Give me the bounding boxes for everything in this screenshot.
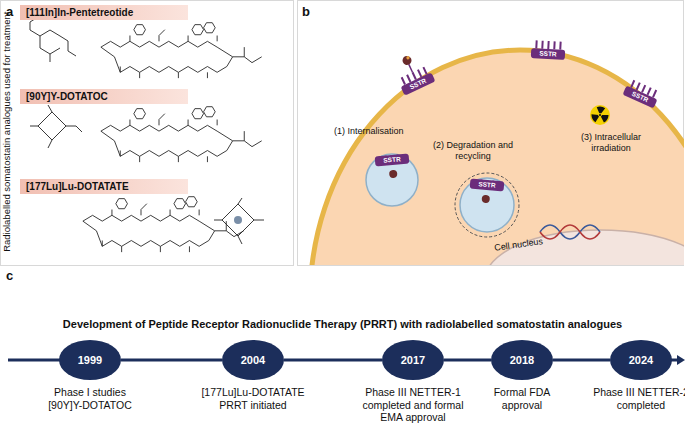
timeline-milestone: 1999Phase I studies [90Y]Y-DOTATOC (59, 340, 121, 380)
timeline-title: Development of Peptide Receptor Radionuc… (0, 318, 685, 331)
year-label: 2018 (491, 340, 553, 380)
year-label: 2017 (382, 340, 444, 380)
timeline-segment (121, 359, 222, 362)
compound-name: [177Lu]Lu-DOTATATE (20, 179, 188, 194)
cell-illustration (310, 40, 684, 265)
year-label: 1999 (59, 340, 121, 380)
milestone-description: [177Lu]Lu-DOTATATE PRRT initiated (191, 386, 315, 411)
year-label: 2004 (222, 340, 284, 380)
radiation-symbol (590, 105, 610, 125)
compound-name: [111In]In-Pentetreotide (20, 5, 188, 20)
timeline-milestone: 2017Phase III NETTER-1 completed and for… (382, 340, 444, 380)
compound-panel: [90Y]Y-DOTATOC (20, 86, 292, 168)
milestone-description: Phase I studies [90Y]Y-DOTATOC (38, 386, 142, 411)
timeline-milestone: 2024Phase III NETTER-2 completed (610, 340, 672, 380)
milestone-description: Formal FDA approval (482, 386, 562, 411)
compound-name: [90Y]Y-DOTATOC (20, 89, 188, 104)
panel-letter: c (6, 268, 20, 284)
step-label: (2) Degradation and recycling (432, 140, 514, 162)
step-label: (1) Internalisation (334, 126, 434, 137)
timeline-segment (284, 359, 382, 362)
axis-label: Radiolabelled somatostatin analogues use… (1, 1, 12, 263)
timeline-segment (553, 359, 610, 362)
milestone-description: Phase III NETTER-1 completed and formal … (357, 386, 469, 424)
timeline-milestone: 2004[177Lu]Lu-DOTATATE PRRT initiated (222, 340, 284, 380)
milestone-description: Phase III NETTER-2 completed (593, 386, 685, 411)
step-label: (3) Intracellular irradiation (568, 132, 654, 154)
timeline-segment (444, 359, 491, 362)
chemical-structure (30, 105, 262, 162)
compound-panel: [177Lu]Lu-DOTATATE (20, 176, 292, 258)
chemical-structure (30, 17, 262, 78)
timeline-milestone: 2018Formal FDA approval (491, 340, 553, 380)
compound-panel: [111In]In-Pentetreotide (20, 2, 292, 84)
year-label: 2024 (610, 340, 672, 380)
panel-letter: b (302, 4, 316, 20)
chemical-structure (83, 197, 264, 252)
